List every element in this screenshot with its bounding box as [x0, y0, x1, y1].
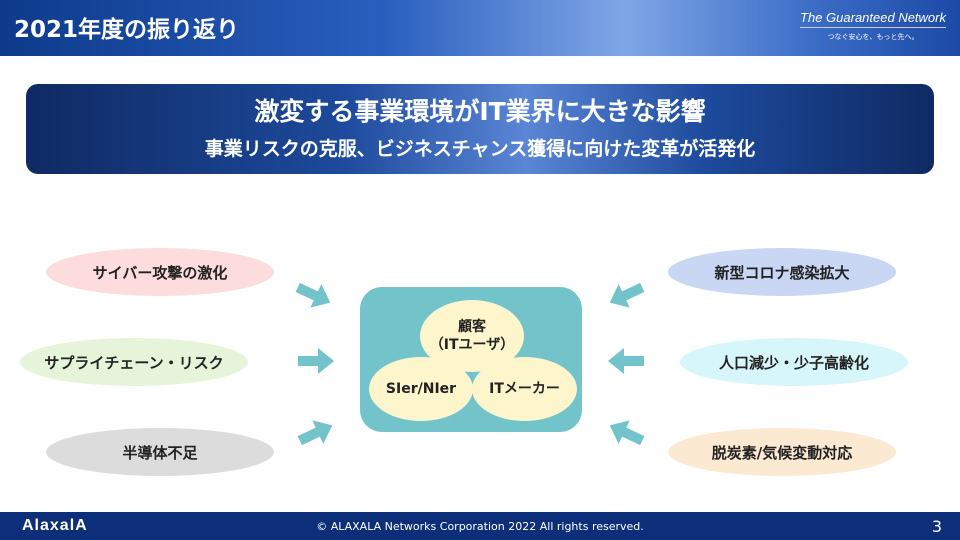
arrow-left-icon	[609, 420, 645, 446]
headline-banner: 激変する事業環境がIT業界に大きな影響 事業リスクの克服、ビジネスチャンス獲得に…	[26, 84, 934, 174]
header: 2021年度の振り返り The Guaranteed Network つなぐ安心…	[0, 0, 960, 56]
industry-box: 顧客 （ITユーザ） SIer/NIer ITメーカー	[360, 287, 582, 432]
arrow-right-icon	[297, 420, 333, 446]
arrow-left-icon	[609, 282, 645, 308]
factor-decarbonization: 脱炭素/気候変動対応	[668, 428, 896, 476]
sier-ellipse: SIer/NIer	[369, 357, 473, 421]
tagline-jp: つなぐ安心を、もっと先へ。	[827, 33, 919, 41]
customer-label: 顧客	[457, 318, 486, 335]
factor-cyber-attack: サイバー攻撃の激化	[46, 248, 274, 296]
copyright: © ALAXALA Networks Corporation 2022 All …	[316, 520, 644, 533]
page-number: 3	[931, 517, 942, 536]
factor-covid: 新型コロナ感染拡大	[668, 248, 896, 296]
headline: 激変する事業環境がIT業界に大きな影響	[254, 97, 706, 126]
tagline: The Guaranteed Network つなぐ安心を、もっと先へ。	[800, 10, 946, 42]
factor-semiconductor: 半導体不足	[46, 428, 274, 476]
factor-population: 人口減少・少子高齢化	[680, 338, 908, 386]
customer-sub-label: （ITユーザ）	[429, 337, 515, 353]
footer: AlaxalA © ALAXALA Networks Corporation 2…	[0, 512, 960, 540]
slide-title: 2021年度の振り返り	[14, 17, 240, 43]
tagline-en: The Guaranteed Network	[800, 10, 946, 28]
factor-supply-chain: サプライチェーン・リスク	[20, 338, 248, 386]
arrow-left-icon	[608, 348, 644, 374]
company-logo: AlaxalA	[22, 517, 88, 534]
arrow-right-icon	[298, 348, 334, 374]
arrow-right-icon	[295, 282, 331, 308]
subheadline: 事業リスクの克服、ビジネスチャンス獲得に向けた変革が活発化	[204, 138, 756, 160]
maker-ellipse: ITメーカー	[472, 357, 577, 421]
